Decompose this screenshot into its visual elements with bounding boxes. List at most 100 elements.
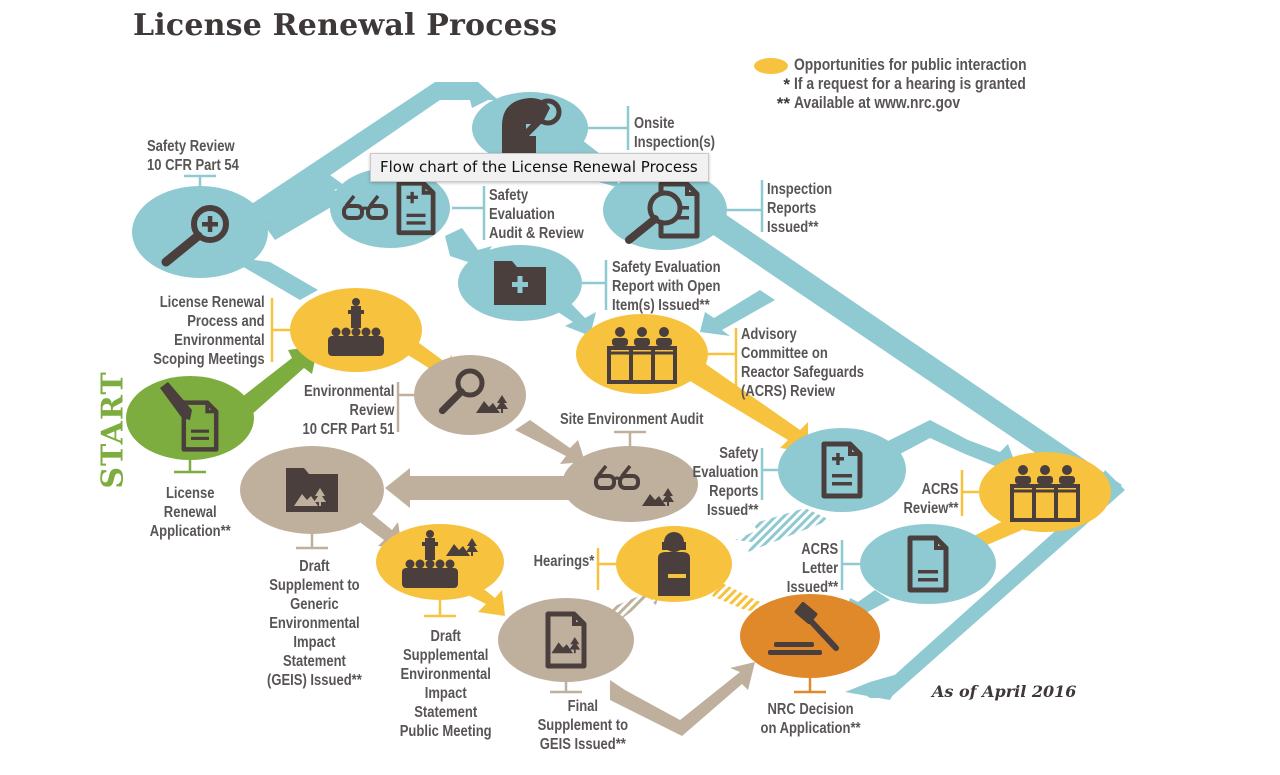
committee-icon	[607, 327, 677, 384]
label-line: Review**	[903, 500, 959, 517]
node-oval	[860, 524, 996, 604]
label-line: Issued**	[786, 579, 839, 596]
document-plus-icon	[821, 441, 863, 499]
node-ser-issued	[760, 428, 906, 512]
label-line: Safety	[489, 187, 529, 204]
label-line: Process and	[187, 313, 265, 330]
page-title: License Renewal Process	[133, 8, 558, 43]
label-line: on Application**	[760, 720, 861, 737]
label-line: Public Meeting	[399, 723, 492, 740]
magnifier-document-icon	[625, 181, 700, 244]
label-line: Environmental	[303, 383, 395, 400]
label-line: Scoping Meetings	[153, 351, 265, 368]
node-label-acrs-review: ACRS Review**	[903, 480, 958, 518]
node-application	[126, 376, 254, 474]
image-tooltip: Flow chart of the License Renewal Proces…	[370, 153, 709, 182]
node-site-audit	[562, 430, 698, 522]
label-line: License	[165, 485, 215, 502]
start-marker: START	[96, 370, 131, 490]
label-line: Evaluation	[692, 464, 759, 481]
inspector-icon	[502, 98, 562, 158]
label-line: Supplemental	[402, 647, 488, 664]
node-inspection-reports	[603, 170, 764, 250]
asterisk-icon: *	[783, 75, 790, 94]
glasses-landscape-icon	[594, 464, 674, 506]
label-line: Hearings*	[533, 553, 595, 570]
label-line: Review	[349, 402, 395, 419]
node-scoping	[270, 288, 422, 372]
legend-text: Available at www.nrc.gov	[794, 94, 961, 112]
node-acrs-letter	[840, 524, 996, 604]
arrow-site-audit-to-draft-geis	[385, 468, 580, 508]
legend-text: If a request for a hearing is granted	[794, 75, 1026, 93]
node-oval	[330, 168, 450, 248]
node-label-site-audit: Site Environment Audit	[560, 410, 703, 429]
label-line: Advisory	[741, 326, 797, 343]
double-asterisk-icon: **	[776, 94, 790, 113]
node-dseis-meeting	[376, 524, 504, 618]
label-line: Committee on	[741, 345, 828, 362]
committee-icon	[1010, 465, 1080, 522]
label-line: 10 CFR Part 54	[147, 157, 239, 174]
node-acrs-committee	[576, 314, 738, 398]
label-line: ACRS	[921, 481, 959, 498]
node-ser-open-items	[458, 245, 608, 321]
judge-icon	[658, 532, 690, 596]
label-line: ACRS	[801, 541, 839, 558]
label-line: NRC Decision	[767, 701, 854, 718]
landscape-document-icon	[545, 611, 587, 669]
node-safety-audit	[330, 168, 486, 248]
label-line: Final	[567, 698, 599, 715]
folder-plus-icon	[494, 261, 546, 305]
magnifier-plus-icon	[161, 205, 229, 267]
node-final-geis	[498, 598, 634, 694]
arrow-safety-review-to-onsite	[250, 82, 498, 222]
node-safety-review	[132, 174, 268, 278]
node-label-hearings: Hearings*	[534, 552, 595, 571]
label-line: (ACRS) Review	[741, 383, 836, 400]
public-meeting-icon	[328, 298, 384, 356]
label-line: Impact	[292, 634, 335, 651]
node-oval	[562, 446, 698, 522]
label-line: Evaluation	[489, 206, 555, 223]
label-line: Reports	[767, 200, 817, 217]
pen-document-icon	[160, 382, 219, 452]
public-interaction-swatch-icon	[754, 58, 788, 74]
label-line: Application**	[149, 523, 231, 540]
label-line: Draft	[429, 628, 461, 645]
arrow-inspection-to-acrs	[700, 290, 775, 336]
arrow-safety-review-to-audit	[262, 175, 350, 240]
legend-text: Opportunities for public interaction	[794, 56, 1027, 74]
label-line: Onsite	[634, 115, 675, 132]
arrow-final-to-decision	[610, 662, 755, 736]
label-line: Impact	[424, 685, 467, 702]
node-oval	[498, 598, 634, 682]
folder-landscape-icon	[286, 468, 338, 512]
label-line: Generic	[289, 596, 339, 613]
label-line: GEIS Issued**	[539, 736, 626, 753]
arrow-inspection-to-right-corner	[700, 214, 1122, 500]
environmental-track-arrows	[350, 420, 755, 736]
node-onsite-inspection	[472, 92, 630, 164]
label-line: (GEIS) Issued**	[266, 672, 362, 689]
arrow-acrs-to-ser-issued	[680, 360, 808, 452]
node-label-nrc-decision: NRC Decision on Application**	[760, 700, 860, 738]
node-draft-geis	[240, 446, 384, 550]
node-oval	[778, 428, 906, 512]
label-line: Renewal	[163, 504, 217, 521]
label-line: Audit & Review	[489, 225, 584, 242]
label-line: Report with Open	[612, 278, 721, 295]
node-acrs-review	[960, 452, 1111, 532]
